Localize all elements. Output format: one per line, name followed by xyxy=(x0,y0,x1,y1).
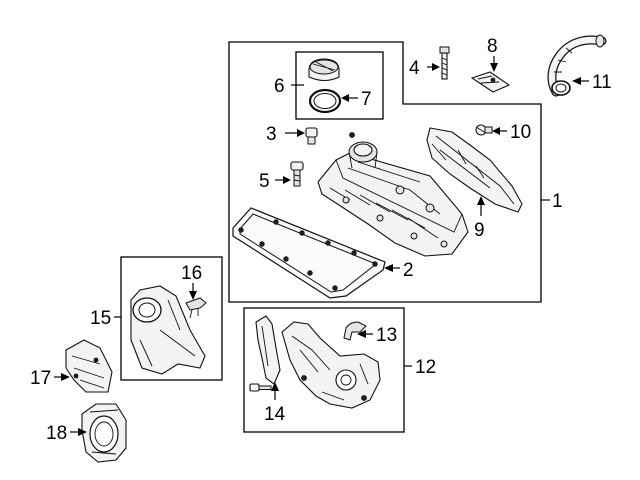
oil-filler-cap xyxy=(308,58,340,82)
callout-17: 17 xyxy=(30,368,51,389)
callout-18: 18 xyxy=(46,423,67,444)
callout-15: 15 xyxy=(90,308,111,329)
group-box-valve-cover xyxy=(228,41,542,303)
cap-nut xyxy=(305,127,318,145)
group-box-timing-cover xyxy=(120,256,223,381)
small-clip xyxy=(343,321,367,341)
upper-timing-cover xyxy=(130,285,206,375)
callout-9: 9 xyxy=(474,220,485,241)
heat-shield xyxy=(426,127,523,213)
callout-5: 5 xyxy=(259,171,270,192)
callout-13: 13 xyxy=(376,325,397,346)
callout-8: 8 xyxy=(487,36,498,57)
callout-11: 11 xyxy=(592,72,612,93)
callout-16: 16 xyxy=(181,263,202,284)
breather-fitting xyxy=(475,124,493,136)
bracket-bolt xyxy=(249,383,272,392)
breather-hose xyxy=(547,34,607,97)
group-box-rear-cover xyxy=(243,307,405,433)
callout-12: 12 xyxy=(415,357,436,378)
timing-cover-plate xyxy=(81,403,127,463)
callout-2: 2 xyxy=(403,260,414,281)
stud-bolt xyxy=(290,161,304,187)
oil-cap-seal xyxy=(308,88,342,114)
callout-4: 4 xyxy=(409,58,420,79)
cover-bracket xyxy=(255,315,281,385)
callout-1: 1 xyxy=(552,191,563,212)
lower-timing-cover xyxy=(65,339,113,393)
valve-cover-gasket xyxy=(232,207,386,299)
callout-14: 14 xyxy=(264,404,286,425)
valve-cover xyxy=(317,132,469,257)
callout-6: 6 xyxy=(274,76,285,97)
callout-3: 3 xyxy=(266,124,277,145)
leader-lines xyxy=(54,56,589,436)
callout-10: 10 xyxy=(510,122,531,143)
rear-timing-cover xyxy=(281,321,381,409)
callout-7: 7 xyxy=(361,89,372,110)
bolt xyxy=(439,46,450,80)
retaining-clip xyxy=(185,297,207,319)
bracket-plate xyxy=(470,71,511,93)
